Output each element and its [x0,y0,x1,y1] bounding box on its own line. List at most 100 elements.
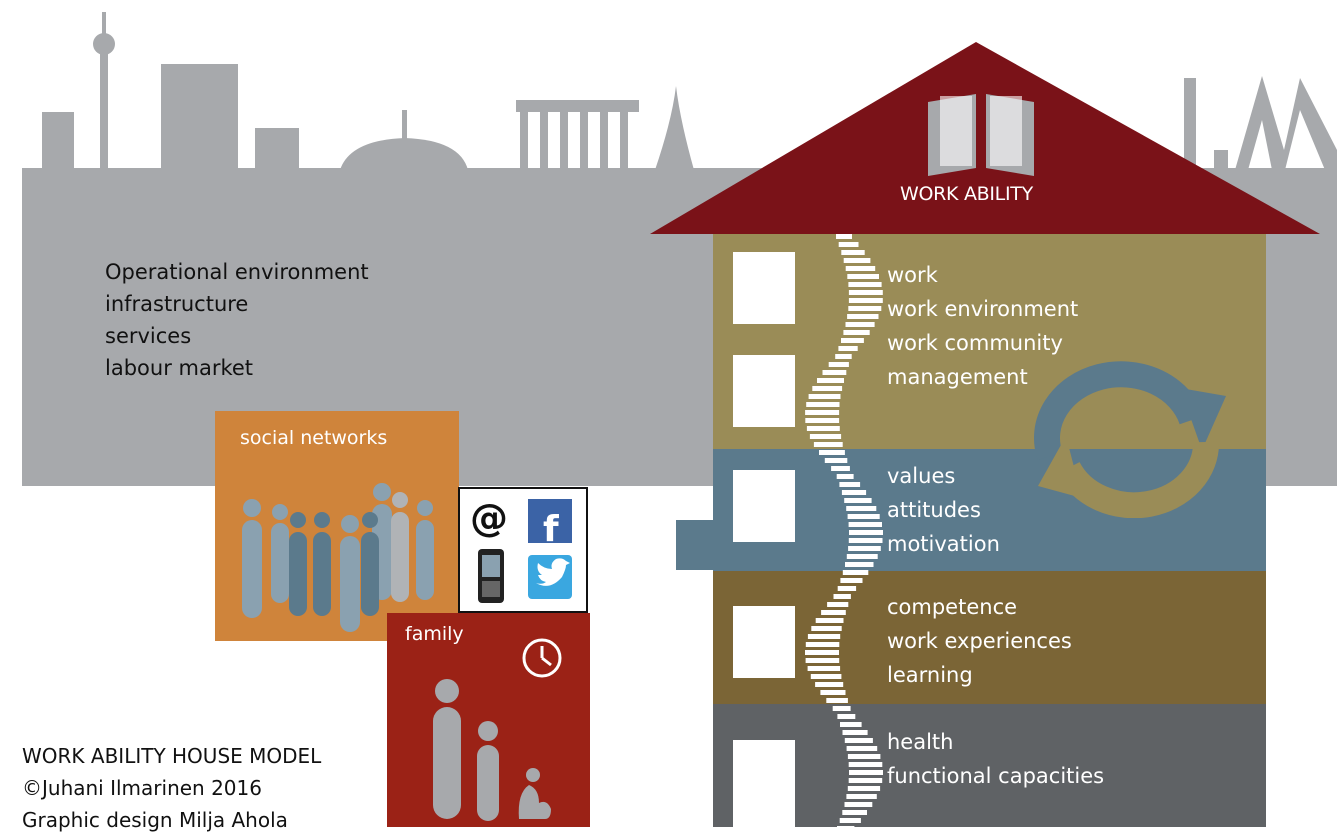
svg-text:@: @ [470,496,508,540]
floor-competence-text: competence work experiences learning [887,590,1072,692]
stair-step [831,466,850,471]
stair-step [824,458,848,463]
environment-text: Operational environment infrastructure s… [105,256,369,384]
family-people-icon [433,679,499,821]
stair-step [807,634,841,639]
stair-step [808,394,841,399]
floor-health-text: health functional capacities [887,725,1104,793]
stair-step [810,674,842,679]
stair-step [807,666,841,671]
stair-step [805,650,839,655]
floor-line: work community [887,331,1063,355]
stair-step [848,762,883,767]
environment-line: infrastructure [105,292,249,316]
stair-step [832,706,851,711]
floor-line: competence [887,595,1018,619]
stair-step [845,562,874,567]
stair-step [845,266,876,271]
stair-step [813,442,843,447]
stair-step [815,682,844,687]
floor-line: attitudes [887,498,981,522]
floor-line: health [887,730,954,754]
stair-step [844,738,873,743]
stair-step [833,594,851,599]
stair-step [811,626,842,631]
stair-step [806,426,840,431]
stair-step [839,818,861,823]
at-sign-icon: @ [470,496,508,540]
stair-step [840,578,863,583]
floor-line: values [887,464,956,488]
credits-design: Graphic design Milja Ahola [22,808,288,832]
stair-step [848,298,883,303]
stair-step [848,306,882,311]
stair-step [844,802,873,807]
stair-step [842,730,868,735]
stair-step [845,322,875,327]
floor-competence [713,571,1266,704]
stair-step [805,418,840,423]
stair-step [849,530,883,535]
window [733,740,795,827]
floor-line: work environment [887,297,1079,321]
floor-line: work [887,263,938,287]
stair-step [848,778,883,783]
floor-work-text: work work environment work community man… [887,258,1078,394]
stair-step [836,474,854,479]
stair-step [841,490,867,495]
floor-line: work experiences [887,629,1072,653]
stair-step [848,538,883,543]
stair-step [821,610,846,615]
stair-step [838,242,859,247]
stair-step [844,498,872,503]
stair-step [806,402,840,407]
svg-text:f: f [543,509,559,550]
stair-step [849,770,883,775]
window [733,252,795,324]
stair-step [846,794,877,799]
stair-step [815,618,844,623]
roof [650,42,1320,234]
floor-values [713,449,1266,571]
stair-step [805,658,840,663]
stair-step [836,234,852,239]
stair-step [805,642,840,647]
stair-step [819,450,845,455]
floor-health [713,704,1266,827]
credits-title: WORK ABILITY HOUSE MODEL [22,744,322,768]
stair-step [839,482,861,487]
floor-line: functional capacities [887,764,1105,788]
values-ledge [676,520,716,570]
stair-step [846,554,878,559]
stair-step [847,514,880,519]
stair-step [826,698,848,703]
stair-step [840,722,862,727]
stair-step [846,506,877,511]
stair-step [841,250,865,255]
stair-step [837,586,857,591]
stair-step [809,434,842,439]
stair-step [842,810,867,815]
credits-copyright: ©Juhani Ilmarinen 2016 [22,776,262,800]
stair-step [835,354,852,359]
stair-step [848,290,883,295]
mobile-phone-icon [478,549,504,603]
stair-step [805,410,840,415]
window [733,470,795,542]
roof-label: WORK ABILITY [900,183,1033,205]
family-label: family [405,623,464,645]
environment-line: services [105,324,192,348]
stair-step [847,314,879,319]
dog-icon [518,768,551,819]
floor-line: learning [887,663,973,687]
floor-line: management [887,365,1028,389]
media-icons: @ f [470,496,572,603]
stair-step [837,714,856,719]
stair-step [846,746,878,751]
window [733,606,795,678]
clock-icon [522,638,562,678]
book-icon [928,94,1034,176]
credits: WORK ABILITY HOUSE MODEL ©Juhani Ilmarin… [22,740,321,836]
stair-step [848,282,882,287]
